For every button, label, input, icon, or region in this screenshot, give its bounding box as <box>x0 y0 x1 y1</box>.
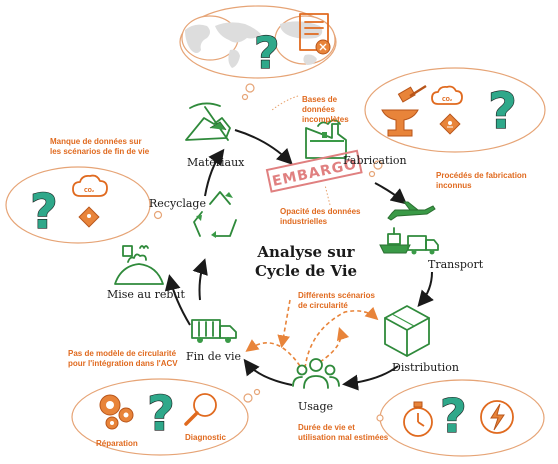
label-recyclage: Recyclage <box>149 197 206 210</box>
magnifier-icon <box>184 393 217 426</box>
center-title-line2: Cycle de Vie <box>255 262 357 280</box>
co2-cloud-icon-left: CO₂ <box>72 174 108 197</box>
arrow-transport-distribution <box>417 271 434 308</box>
annot-modele-1: Pas de modèle de circularité <box>68 349 177 358</box>
dashed-arrow-usage-findevie <box>245 339 301 367</box>
center-title-line1: Analyse sur <box>256 243 355 261</box>
annot-procedes-1: Procédés de fabrication <box>436 171 527 180</box>
lightning-icon <box>480 400 514 434</box>
leader-bases <box>271 95 299 111</box>
arrow-distribution-usage <box>342 365 399 391</box>
svg-text:CO₂: CO₂ <box>84 188 94 194</box>
toxic-icon <box>439 113 461 135</box>
label-fabrication: Fabrication <box>343 154 407 167</box>
question-mark-top: ? <box>254 28 280 79</box>
annot-duree-1: Durée de vie et <box>298 423 355 432</box>
garbage-truck-icon <box>191 319 237 343</box>
arrow-recyclage-materiaux <box>204 148 225 197</box>
question-mark-bottom-left: ? <box>147 386 175 442</box>
annot-bases-1: Bases de <box>302 95 338 104</box>
annot-duree-2: utilisation mal estimées <box>298 433 389 442</box>
label-materiaux: Matériaux <box>187 156 245 169</box>
arrow-fin-de-vie-recyclage <box>192 258 208 301</box>
label-usage: Usage <box>298 400 333 413</box>
toxic-icon-left <box>78 206 100 228</box>
world-map-icon <box>185 21 323 68</box>
annot-procedes-2: inconnus <box>436 181 472 190</box>
label-fin-de-vie: Fin de vie <box>186 350 241 363</box>
co2-cloud-icon: CO₂ <box>431 85 463 105</box>
annot-diagnostic: Diagnostic <box>185 433 226 442</box>
annot-modele-2: pour l'intégration dans l'ACV <box>68 359 178 368</box>
factory-icon <box>305 119 347 159</box>
stopwatch-icon <box>403 401 433 437</box>
arrow-fabrication-transport <box>374 182 408 205</box>
question-mark-bottom-right: ? <box>440 389 467 443</box>
document-icon <box>299 13 331 55</box>
pickaxe-icon <box>185 102 231 141</box>
anvil-icon <box>381 109 419 137</box>
truck-icon <box>407 235 439 255</box>
arrow-fin-de-vie-rebut <box>164 274 191 326</box>
question-mark-right: ? <box>488 82 517 140</box>
people-icon <box>292 358 340 389</box>
airplane-icon <box>387 201 436 221</box>
label-distribution: Distribution <box>392 361 459 374</box>
landfill-icon <box>114 245 164 285</box>
question-mark-left: ? <box>30 184 58 240</box>
ship-icon <box>379 227 411 254</box>
svg-text:CO₂: CO₂ <box>442 97 452 103</box>
annot-scenarios-1: Différents scénarios <box>298 291 375 300</box>
label-transport: Transport <box>428 258 484 271</box>
label-mise-au-rebut: Mise au rebut <box>107 288 185 301</box>
arrow-usage-fin-de-vie <box>243 358 293 386</box>
recycle-icon <box>193 191 237 238</box>
cloud-bottom-right <box>376 379 545 457</box>
annot-manque-1: Manque de données sur <box>50 137 142 146</box>
annot-reparation: Réparation <box>96 439 138 448</box>
arrow-materiaux-fabrication <box>234 129 293 165</box>
annot-opacite-1: Opacité des données <box>280 207 361 216</box>
annot-manque-2: les scénarios de fin de vie <box>50 147 150 156</box>
cloud-left <box>5 166 163 244</box>
dashed-arrow-scenarios <box>277 299 291 349</box>
dashed-arrow-usage-loop <box>319 326 350 363</box>
gears-icon <box>99 394 134 430</box>
hammer-icon <box>397 84 427 103</box>
annot-bases-2: données <box>302 105 335 114</box>
annot-scenarios-2: de circularité <box>298 301 348 310</box>
box-icon <box>384 305 430 357</box>
dashed-arrow-usage-distribution <box>304 306 379 369</box>
annot-opacite-2: industrielles <box>280 217 328 226</box>
annot-bases-3: incomplètes <box>302 115 349 124</box>
leader-opacite <box>324 184 331 206</box>
